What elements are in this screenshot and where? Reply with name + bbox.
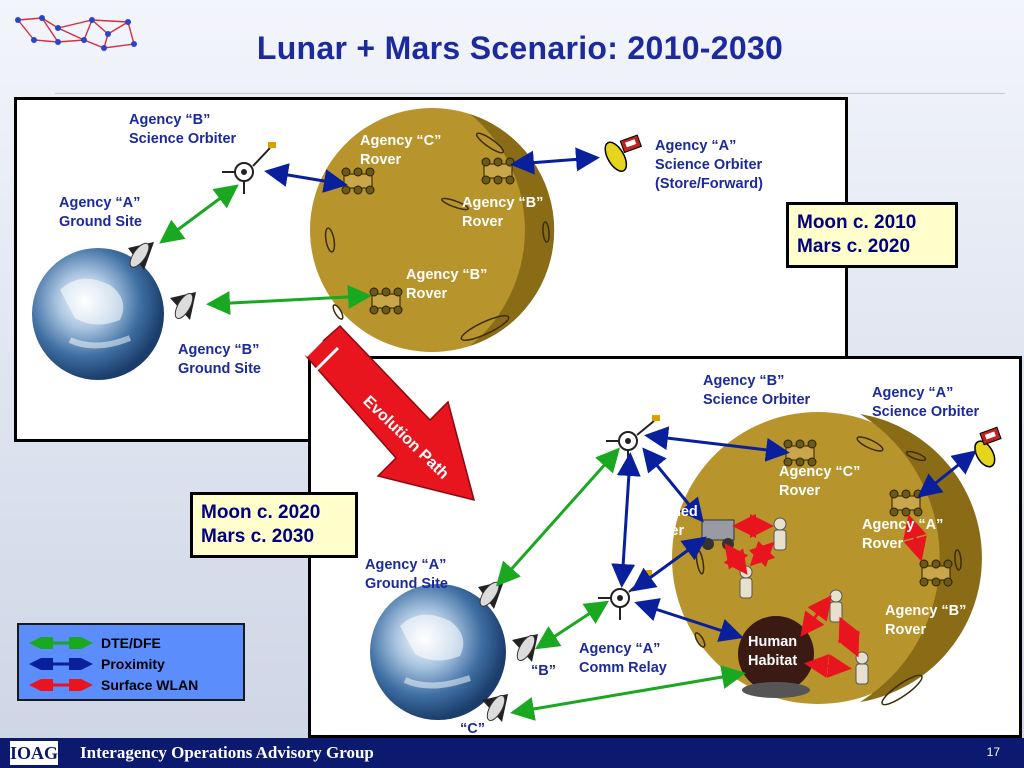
legend-item-dte: DTE/DFE: [29, 632, 243, 653]
link-dte-ground-b-rover: [206, 284, 372, 316]
rover-b-bottom-icon: [919, 559, 953, 587]
label-bottom-b-site: “B”: [531, 663, 556, 679]
label-top-a-orbiter: Agency “A” Science Orbiter (Store/Forwar…: [655, 138, 763, 192]
ground-antenna-b-icon: [170, 292, 196, 320]
link-dte-relay-ground-b: [534, 600, 610, 650]
rover-c-icon: [341, 167, 375, 195]
link-wlan-2: [723, 543, 749, 575]
astronaut-2-icon: [739, 565, 753, 599]
label-bottom-habitat: Human Habitat: [748, 634, 798, 669]
label-top-b-ground: Agency “B” Ground Site: [178, 342, 261, 377]
astronaut-3-icon: [829, 589, 843, 623]
label-bottom-a-relay: Agency “A” Comm Relay: [579, 641, 667, 676]
link-wlan-7: [903, 514, 927, 562]
label-top-b-orbiter: Agency “B” Science Orbiter: [129, 112, 237, 147]
link-proximity-orbiter-b-rover-c: [644, 426, 790, 462]
legend-wlan-arrow-icon: [29, 678, 93, 691]
earth-bottom: [370, 584, 506, 720]
label-bottom-a-orbiter: Agency “A” Science Orbiter: [872, 385, 980, 420]
astronaut-1-icon: [773, 517, 787, 551]
link-dte-orbiter-b-ground-a: [159, 184, 239, 244]
link-dte-orbiter-b-ground-a-bottom: [496, 447, 620, 587]
legend-item-wlan: Surface WLAN: [29, 674, 243, 695]
page-number: 17: [986, 745, 1000, 759]
link-wlan-6: [804, 654, 852, 678]
comm-relay-a-icon: [598, 570, 652, 620]
link-proximity-relay-manned-rover: [631, 536, 707, 592]
link-proximity-relay-habitat: [634, 598, 744, 642]
footer-bar: IOAG Interagency Operations Advisory Gro…: [0, 738, 1024, 768]
label-bottom-b-orbiter: Agency “B” Science Orbiter: [703, 373, 811, 408]
ground-antenna-c-bottom-icon: [482, 694, 508, 722]
label-bottom-a-ground: Agency “A” Ground Site: [365, 557, 448, 592]
label-bottom-manned-rover: Manned Rover: [643, 504, 698, 539]
label-bottom-a-rover: Agency “A” Rover: [862, 517, 944, 552]
legend-dte-arrow-icon: [29, 636, 93, 649]
legend-item-proximity: Proximity: [29, 653, 243, 674]
link-wlan-5: [837, 616, 861, 658]
legend-label-wlan: Surface WLAN: [101, 676, 199, 693]
link-type-legend: DTE/DFE Proximity Surface WLAN: [17, 623, 245, 701]
science-orbiter-a-bottom-icon: [974, 426, 1002, 468]
evolution-path-arrow-icon: [304, 324, 476, 502]
legend-label-dte: DTE/DFE: [101, 634, 161, 651]
rover-a-bottom-icon: [889, 489, 923, 517]
astronaut-4-icon: [855, 651, 869, 685]
date-box-2020: Moon c. 2020 Mars c. 2030: [190, 492, 358, 558]
footer-org-name: Interagency Operations Advisory Group: [80, 743, 374, 762]
label-bottom-c-site: “C”: [460, 721, 485, 737]
link-proximity-rover-b-orbiter-a: [510, 147, 600, 175]
link-proximity-orbiter-b-relay: [611, 452, 641, 588]
label-top-a-ground: Agency “A” Ground Site: [59, 195, 142, 230]
label-top-b-rover-1: Agency “B” Rover: [462, 195, 544, 230]
label-top-c-rover: Agency “C” Rover: [360, 133, 442, 168]
link-wlan-4: [800, 595, 832, 637]
legend-label-proximity: Proximity: [101, 655, 165, 672]
rover-b1-icon: [481, 157, 515, 185]
link-wlan-3: [748, 540, 776, 568]
date-box-2010: Moon c. 2010 Mars c. 2020: [786, 202, 958, 268]
science-orbiter-b-icon: [222, 142, 276, 194]
legend-proximity-arrow-icon: [29, 657, 93, 670]
ground-antenna-a-icon: [128, 242, 154, 270]
human-habitat-icon: [738, 616, 814, 698]
link-proximity-orbiter-b-manned-rover: [642, 447, 704, 523]
slide-title: Lunar + Mars Scenario: 2010-2030: [256, 30, 784, 66]
title-divider: [55, 93, 1005, 94]
label-top-b-rover-2: Agency “B” Rover: [406, 267, 488, 302]
ioag-logo: IOAG: [10, 741, 59, 765]
label-bottom-b-rover: Agency “B” Rover: [885, 603, 967, 638]
ground-antenna-b-bottom-icon: [512, 634, 538, 662]
link-dte-habitat-ground-c: [510, 665, 746, 721]
science-orbiter-a-icon: [604, 134, 642, 172]
link-proximity-orbiter-a-rover-a: [917, 450, 977, 498]
link-proximity-orbiter-b-rover-c: [264, 163, 348, 193]
label-bottom-c-rover: Agency “C” Rover: [779, 464, 861, 499]
ground-antenna-a-bottom-icon: [478, 581, 504, 609]
